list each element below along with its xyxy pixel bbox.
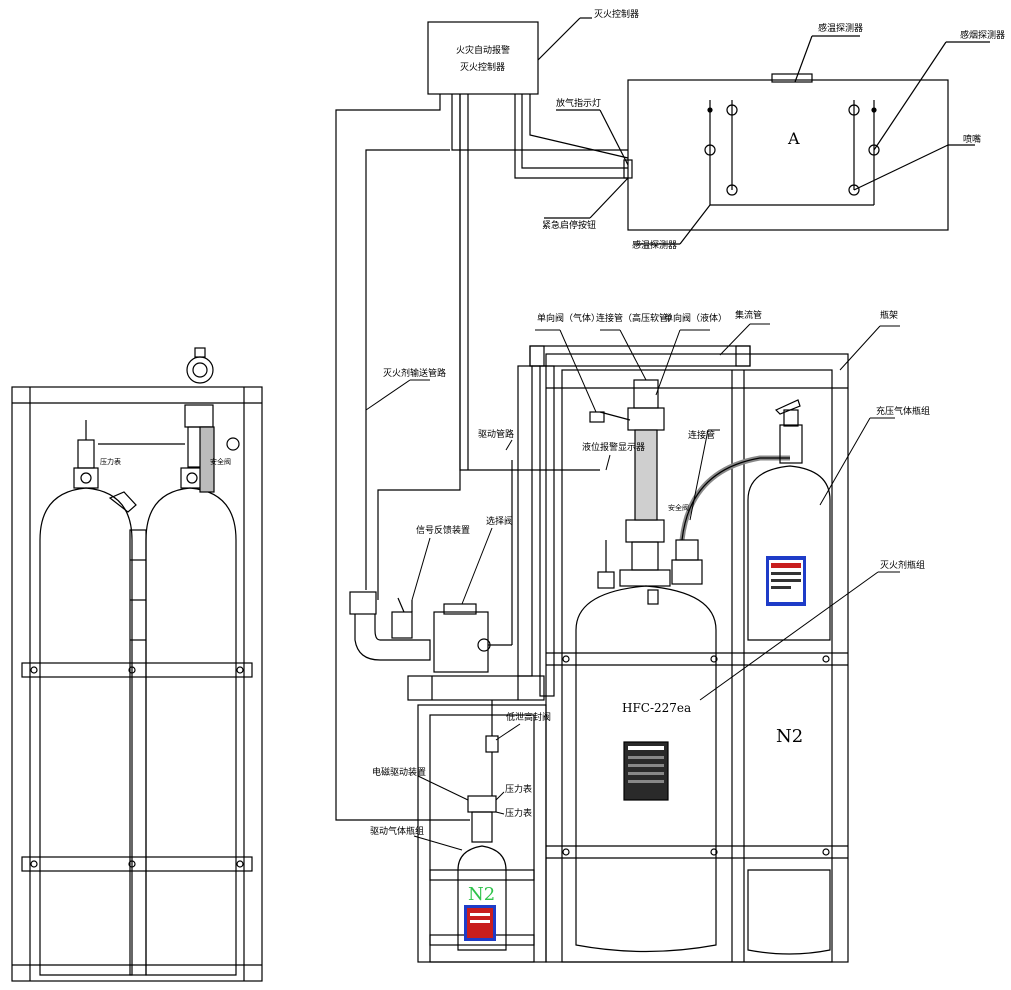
label-nozzle: 喷嘴 xyxy=(963,134,981,145)
label-hose: 连接管（高压软管） xyxy=(596,312,677,324)
label-mid-safety: 安全阀 xyxy=(668,503,689,512)
room-a-label: A xyxy=(787,129,800,148)
label-connecting-pipe: 连接管 xyxy=(688,429,715,441)
fire-alarm-controller-box xyxy=(427,21,539,95)
label-selector-valve: 选择阀 xyxy=(486,515,513,527)
n2-cylinder-label: N2 xyxy=(776,726,803,747)
label-check-valve-liquid: 单向阀（液体） xyxy=(664,312,727,324)
n2-drive-cylinder-label: N2 xyxy=(468,884,495,905)
label-rack: 瓶架 xyxy=(880,309,898,321)
label-drive-pipe: 驱动管路 xyxy=(478,428,514,440)
label-agent-cylinder: 灭火剂瓶组 xyxy=(880,559,925,571)
label-release-lamp: 放气指示灯 xyxy=(556,97,601,109)
main-cylinder-rack xyxy=(545,353,849,963)
hfc-227ea-cylinder xyxy=(575,585,717,953)
label-manifold: 集流管 xyxy=(735,309,762,321)
label-liquid-level: 液位报警显示器 xyxy=(582,441,645,453)
label-pressurized-cylinder: 充压气体瓶组 xyxy=(876,405,930,417)
label-pressure-gauge-1: 压力表 xyxy=(505,783,532,795)
left-cylinder-cabinet xyxy=(11,347,263,982)
label-left-gauge: 压力表 xyxy=(100,457,121,466)
pressurized-n2-cylinder xyxy=(747,465,831,641)
controller-box-line2: 灭火控制器 xyxy=(460,61,505,73)
drive-n2-cylinder xyxy=(457,845,507,951)
label-emergency-stop: 紧急启停按钮 xyxy=(542,219,596,231)
label-signal-feedback: 信号反馈装置 xyxy=(416,524,470,536)
protected-room-a xyxy=(627,79,949,231)
label-check-valve-gas: 单向阀（气体） xyxy=(537,312,600,324)
label-drive-cylinder: 驱动气体瓶组 xyxy=(370,825,424,837)
drive-cylinder-nameplate xyxy=(464,905,496,941)
label-controller: 灭火控制器 xyxy=(594,8,639,20)
controller-box-line1: 火灾自动报警 xyxy=(456,44,510,56)
label-solenoid-driver: 电磁驱动装置 xyxy=(372,766,426,778)
label-leak-check-valve: 低泄高封阀 xyxy=(506,711,551,723)
right-cylinder-nameplate xyxy=(766,556,806,606)
label-left-safety: 安全阀 xyxy=(210,457,231,466)
label-temp-detector: 感温探测器 xyxy=(632,239,677,251)
label-temp-detector-top: 感温探测器 xyxy=(818,22,863,34)
label-pressure-gauge-2: 压力表 xyxy=(505,807,532,819)
label-conveyance-pipe: 灭火剂输送管路 xyxy=(383,367,446,379)
hfc-cylinder-label: HFC-227ea xyxy=(622,701,691,715)
manifold-pipe xyxy=(529,345,751,367)
label-smoke-detector: 感烟探测器 xyxy=(960,29,1005,41)
